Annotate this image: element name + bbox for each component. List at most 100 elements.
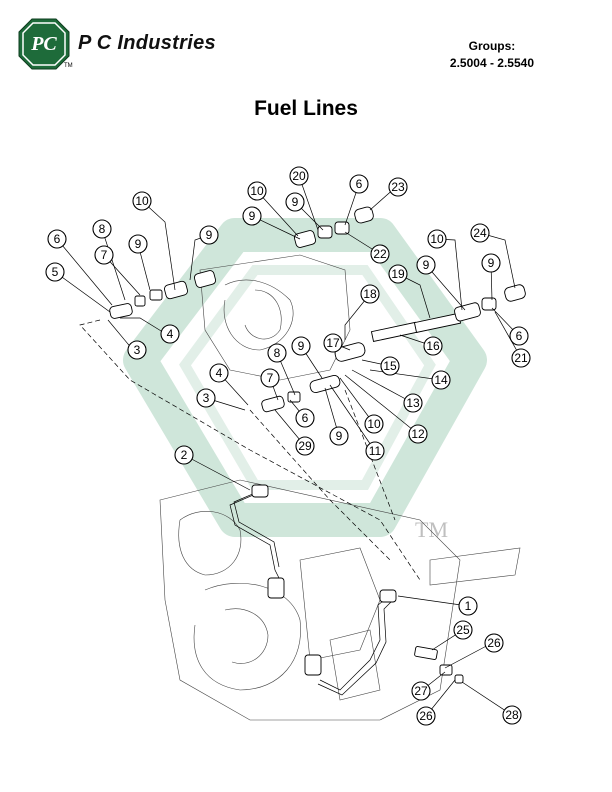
callout-16: 16 [423, 336, 443, 356]
svg-text:18: 18 [363, 287, 377, 301]
callout-10: 10 [247, 181, 267, 201]
logo-trademark: TM [64, 63, 73, 69]
callout-27: 27 [411, 681, 431, 701]
svg-text:13: 13 [406, 396, 420, 410]
watermark-tm: TM [415, 517, 448, 542]
callout-9: 9 [481, 253, 501, 273]
svg-text:7: 7 [101, 248, 108, 262]
callout-9: 9 [416, 255, 436, 275]
svg-text:9: 9 [423, 258, 430, 272]
callout-21: 21 [511, 348, 531, 368]
callout-11: 11 [365, 441, 385, 461]
svg-text:9: 9 [249, 209, 256, 223]
callout-14: 14 [431, 370, 451, 390]
callout-10: 10 [132, 191, 152, 211]
callout-8: 8 [267, 343, 287, 363]
svg-text:6: 6 [516, 329, 523, 343]
svg-text:10: 10 [135, 194, 149, 208]
callout-10: 10 [364, 414, 384, 434]
svg-text:12: 12 [411, 427, 425, 441]
callout-1: 1 [458, 596, 478, 616]
callouts: 10 9 8 6 9 7 5 4 3 10 20 9 9 6 23 22 10 … [45, 166, 531, 726]
svg-text:3: 3 [203, 391, 210, 405]
svg-text:17: 17 [326, 336, 340, 350]
callout-19: 19 [388, 264, 408, 284]
svg-text:28: 28 [505, 708, 519, 722]
callout-9: 9 [128, 234, 148, 254]
svg-text:1: 1 [465, 599, 472, 613]
page-title: Fuel Lines [254, 97, 358, 120]
callout-10: 10 [427, 229, 447, 249]
callout-4: 4 [160, 324, 180, 344]
svg-text:9: 9 [336, 429, 343, 443]
callout-24: 24 [470, 223, 490, 243]
company-name: P C Industries [78, 32, 216, 54]
svg-text:19: 19 [391, 267, 405, 281]
callout-23: 23 [388, 177, 408, 197]
callout-17: 17 [323, 333, 343, 353]
callout-2: 2 [174, 445, 194, 465]
routing-dashed-lines [79, 319, 421, 581]
callout-9: 9 [199, 225, 219, 245]
svg-text:8: 8 [99, 222, 106, 236]
svg-text:16: 16 [426, 339, 440, 353]
callout-3: 3 [127, 340, 147, 360]
fuel-lines-diagram: TM [45, 166, 531, 726]
svg-text:10: 10 [430, 232, 444, 246]
watermark-hexagon: TM [123, 218, 487, 542]
svg-text:14: 14 [434, 373, 448, 387]
svg-text:23: 23 [391, 180, 405, 194]
callout-9: 9 [285, 192, 305, 212]
pc-industries-logo: PC [18, 18, 70, 70]
fuel-pipes [229, 489, 393, 696]
groups-range: 2.5004 - 2.5540 [449, 56, 534, 70]
svg-text:26: 26 [419, 709, 433, 723]
svg-text:24: 24 [473, 226, 487, 240]
svg-text:9: 9 [206, 228, 213, 242]
svg-text:10: 10 [250, 184, 264, 198]
svg-text:6: 6 [302, 411, 309, 425]
callout-29: 29 [295, 436, 315, 456]
svg-text:9: 9 [292, 195, 299, 209]
svg-text:27: 27 [414, 684, 428, 698]
callout-9: 9 [291, 336, 311, 356]
callout-5: 5 [45, 262, 65, 282]
callout-28: 28 [502, 705, 522, 725]
callout-13: 13 [403, 393, 423, 413]
callout-9: 9 [329, 426, 349, 446]
svg-text:9: 9 [135, 237, 142, 251]
svg-text:20: 20 [292, 169, 306, 183]
svg-text:9: 9 [298, 339, 305, 353]
callout-4: 4 [209, 363, 229, 383]
svg-text:PC: PC [30, 33, 57, 55]
callout-15: 15 [380, 356, 400, 376]
svg-text:6: 6 [356, 177, 363, 191]
svg-text:8: 8 [274, 346, 281, 360]
callout-6: 6 [349, 174, 369, 194]
callout-7: 7 [94, 245, 114, 265]
callout-8: 8 [92, 219, 112, 239]
callout-6: 6 [47, 229, 67, 249]
svg-text:26: 26 [487, 636, 501, 650]
svg-text:25: 25 [456, 623, 470, 637]
svg-text:22: 22 [373, 247, 387, 261]
callout-25: 25 [453, 620, 473, 640]
callout-18: 18 [360, 284, 380, 304]
callout-12: 12 [408, 424, 428, 444]
callout-20: 20 [289, 166, 309, 186]
svg-text:4: 4 [167, 327, 174, 341]
svg-text:9: 9 [488, 256, 495, 270]
callout-6: 6 [509, 326, 529, 346]
svg-text:3: 3 [134, 343, 141, 357]
callout-3: 3 [196, 388, 216, 408]
svg-text:2: 2 [181, 448, 188, 462]
svg-text:7: 7 [267, 371, 274, 385]
callout-6: 6 [295, 408, 315, 428]
svg-text:6: 6 [54, 232, 61, 246]
callout-26: 26 [416, 706, 436, 726]
svg-text:10: 10 [367, 417, 381, 431]
groups-label: Groups: [468, 39, 516, 53]
callout-22: 22 [370, 244, 390, 264]
fuel-line-parts [109, 206, 526, 684]
svg-text:11: 11 [369, 444, 382, 458]
